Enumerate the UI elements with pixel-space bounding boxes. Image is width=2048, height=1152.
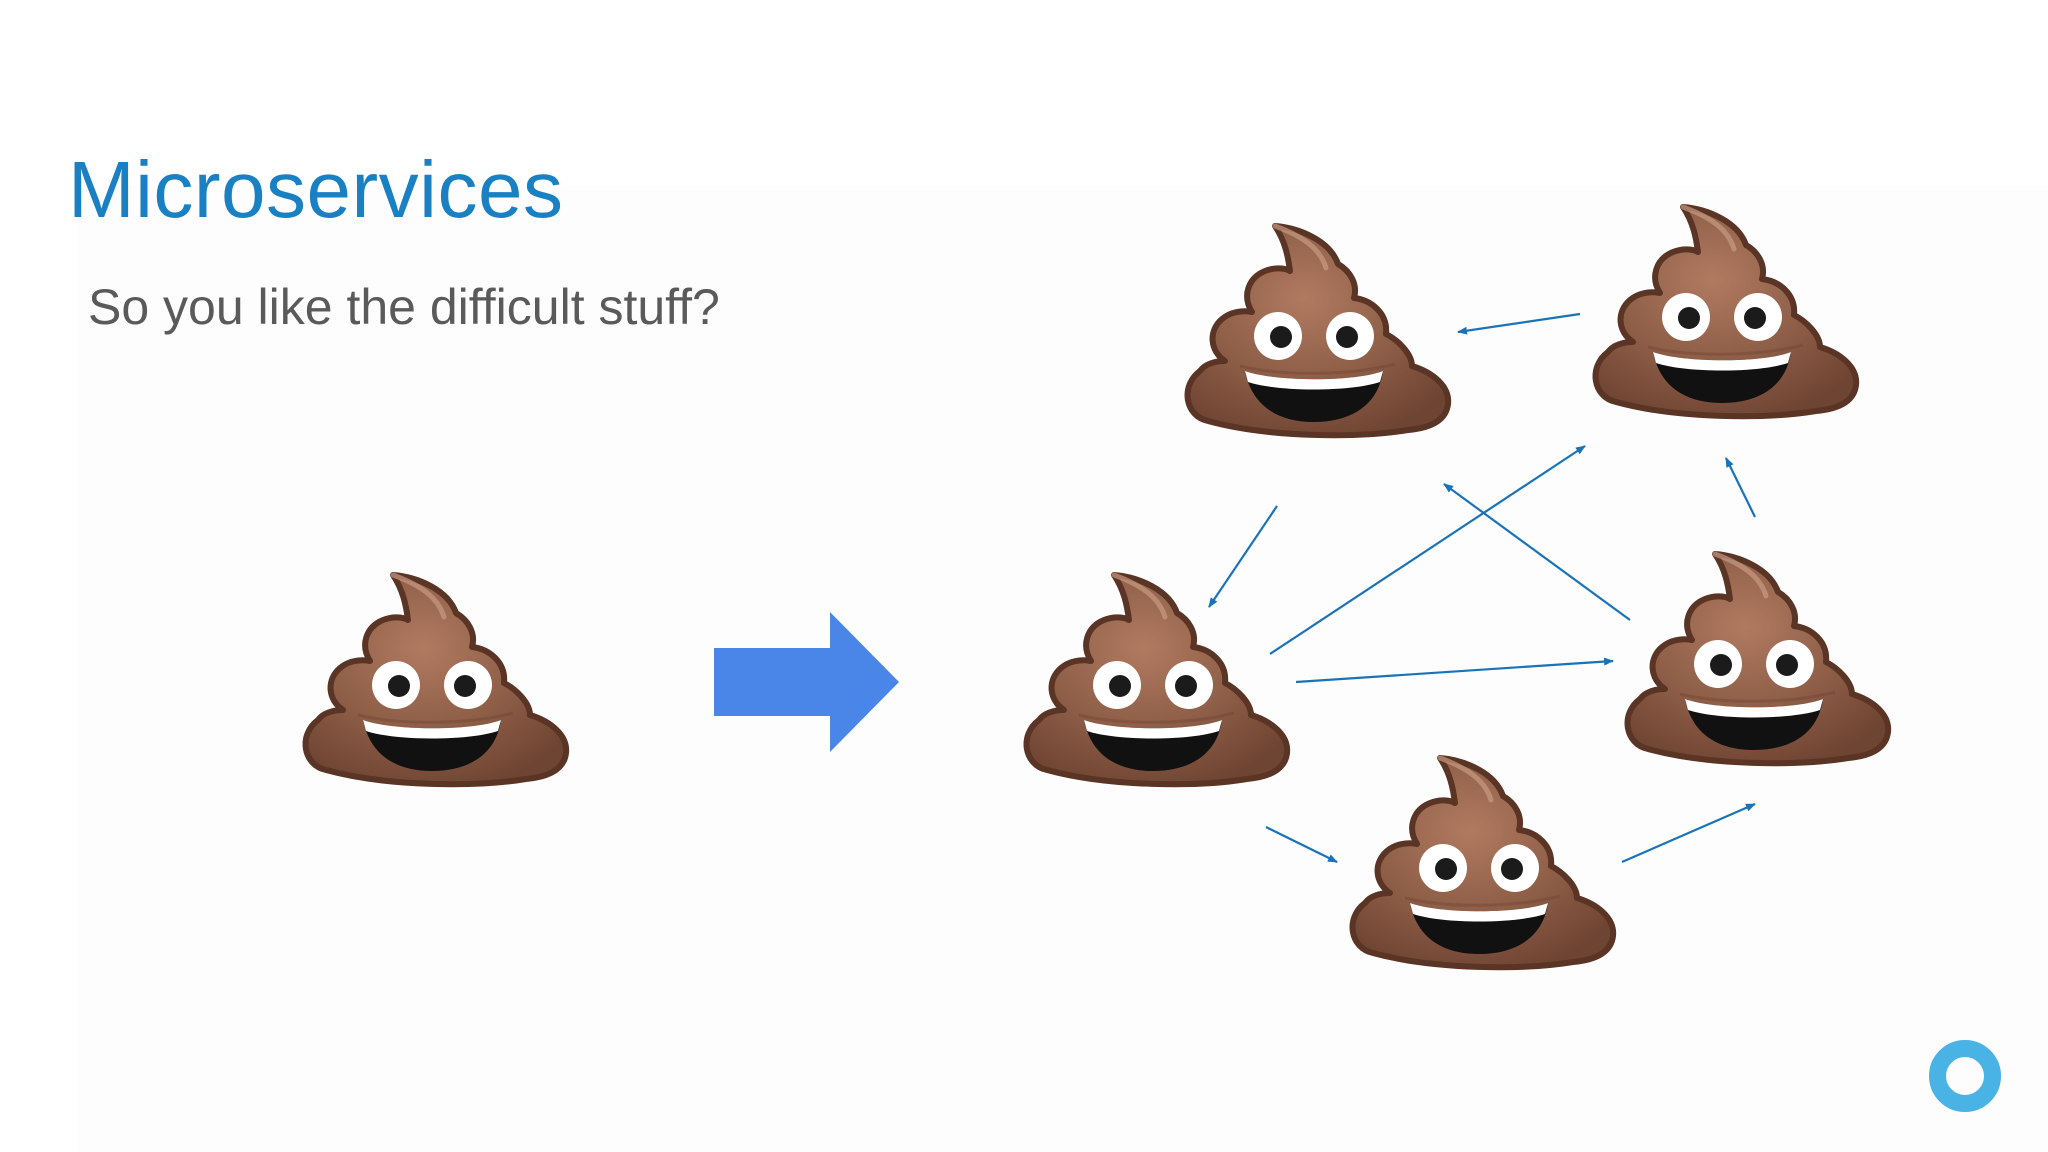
slide-subtitle: So you like the difficult stuff?	[88, 279, 720, 335]
connector-arrow	[1208, 505, 1278, 608]
service-poop-icon	[1353, 758, 1614, 967]
service-poop-icon	[1628, 554, 1889, 763]
connector-arrow	[1265, 826, 1338, 863]
connector-arrow	[1621, 802, 1756, 864]
service-poop-icon	[1188, 226, 1449, 435]
connector-arrow	[1295, 657, 1614, 684]
connector-arrow	[1269, 445, 1586, 655]
connector-arrow	[1457, 312, 1581, 335]
connector-arrow	[1443, 483, 1631, 621]
transition-arrow-icon	[714, 612, 899, 752]
service-connections	[1208, 312, 1756, 864]
monolith-poop-icon	[306, 575, 567, 784]
connector-arrow	[1725, 457, 1756, 518]
service-poop-icon	[1596, 207, 1857, 416]
slide-title: Microservices	[68, 144, 564, 234]
service-poop-icon	[1027, 575, 1288, 784]
ring-logo-icon	[1929, 1040, 2001, 1112]
